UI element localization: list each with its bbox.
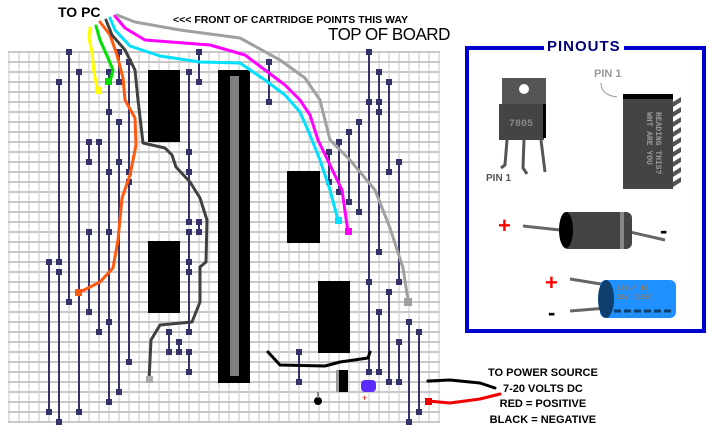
- ic-pin: [673, 137, 681, 147]
- ic-pin: [673, 127, 681, 137]
- ic-text: WHT ARE YOUREADING THIS?: [644, 112, 662, 175]
- svg-text:35V CE85C: 35V CE85C: [617, 294, 652, 301]
- power-wire-black: [426, 378, 497, 390]
- jumper-wire: [356, 119, 362, 215]
- jumper-wire: [416, 329, 422, 415]
- ic-pinout: PIN 1 WHT ARE YOUREADING THIS?: [594, 68, 681, 189]
- jumper-wire: [406, 319, 412, 425]
- jumper-wire: [56, 79, 62, 265]
- pinouts-panel: [465, 46, 706, 333]
- ic-chip-3: [287, 171, 320, 243]
- regulator-label: 7805: [509, 119, 533, 130]
- capacitor-plus: +: [545, 270, 558, 295]
- power-source-note: TO POWER SOURCE 7-20 VOLTS DC RED = POSI…: [488, 366, 598, 428]
- jumper-wire: [186, 229, 192, 335]
- diode-minus: -: [660, 218, 667, 243]
- pinouts-title: PINOUTS: [544, 38, 624, 55]
- power-line-4: BLACK = NEGATIVE: [489, 413, 597, 426]
- jumper-wire: [396, 339, 402, 385]
- jumper-wire: [66, 49, 72, 305]
- power-line-3: RED = POSITIVE: [499, 398, 587, 410]
- front-of-cartridge-label: <<< FRONT OF CARTRIDGE POINTS THIS WAY: [173, 14, 409, 26]
- jumper-wire: [46, 259, 52, 415]
- jumper-wire: [346, 129, 352, 205]
- ic-pin: [673, 177, 681, 187]
- capacitor-text: 100uF 10: [617, 285, 648, 292]
- diode-small: [314, 397, 322, 405]
- led-blue: [361, 380, 376, 392]
- jumper-wire: [106, 229, 112, 405]
- voltage-regulator-7805: 7805 PIN 1: [486, 78, 547, 184]
- ic-pin: [673, 157, 681, 167]
- jumper-wire: [96, 139, 102, 335]
- jumper-wire: [376, 309, 382, 375]
- wire-magenta: [113, 14, 350, 234]
- diode-plus: +: [498, 213, 511, 238]
- diode-pinout: + -: [498, 212, 667, 249]
- pinout-drawings: 7805 PIN 1 PIN 1 WHT ARE YOUREADING THIS…: [486, 68, 681, 325]
- jumper-wire: [186, 259, 192, 275]
- ic-pin: [673, 97, 681, 107]
- ic-chip-2: [148, 241, 180, 313]
- jumper-wire: [86, 139, 92, 165]
- ic-chip-1: [148, 70, 180, 142]
- jumper-wire: [106, 69, 112, 175]
- jumper-wire: [366, 99, 372, 285]
- wire-green: [94, 24, 115, 84]
- jumper-wire: [76, 69, 82, 415]
- jumper-wire: [196, 49, 202, 85]
- wire-yellow: [87, 26, 100, 94]
- jumper-wire: [386, 289, 392, 385]
- wire-bottom-black: [266, 350, 372, 368]
- regulator-pin1-label: PIN 1: [486, 173, 511, 184]
- led-plus-mark: +: [362, 393, 367, 403]
- power-line-2: 7-20 VOLTS DC: [502, 382, 583, 395]
- top-of-board-label: TOP OF BOARD: [328, 24, 450, 45]
- capacitor-stripe: [336, 370, 339, 392]
- jumper-wire: [326, 149, 332, 185]
- jumper-wire: [56, 269, 62, 425]
- ic-pin: [673, 167, 681, 177]
- cables: [75, 13, 502, 405]
- electrolytic-capacitor-pinout: 100uF 10 35V CE85C + -: [545, 270, 676, 325]
- wire-cyan: [108, 16, 340, 222]
- ic-pin1-label: PIN 1: [594, 68, 622, 80]
- jumper-wires: [46, 49, 422, 425]
- ic-pin: [673, 117, 681, 127]
- jumper-wire: [396, 159, 402, 285]
- jumper-wire: [116, 119, 122, 165]
- power-line-1: TO POWER SOURCE: [488, 367, 598, 379]
- power-wire-red: [426, 392, 502, 405]
- wire-dark-gray: [104, 18, 209, 382]
- jumper-wire: [166, 329, 172, 355]
- wire-light-gray: [115, 13, 410, 302]
- jumper-wire: [126, 59, 132, 175]
- capacitor-minus: -: [548, 300, 555, 325]
- jumper-wire: [86, 229, 92, 315]
- jumper-wire: [386, 79, 392, 175]
- jumper-wire: [186, 149, 192, 225]
- chips: +: [148, 70, 376, 405]
- ic-pin: [673, 107, 681, 117]
- jumper-wire: [196, 219, 202, 235]
- jumper-wire: [176, 339, 182, 355]
- wire-orange: [76, 20, 138, 295]
- jumper-wire: [186, 349, 192, 375]
- jumper-wire: [296, 349, 302, 385]
- ic-pin: [673, 147, 681, 157]
- to-pc-label: TO PC: [58, 4, 101, 20]
- cartridge-slot: [230, 76, 239, 376]
- jumper-wire: [376, 99, 382, 115]
- ic-chip-4: [318, 281, 350, 353]
